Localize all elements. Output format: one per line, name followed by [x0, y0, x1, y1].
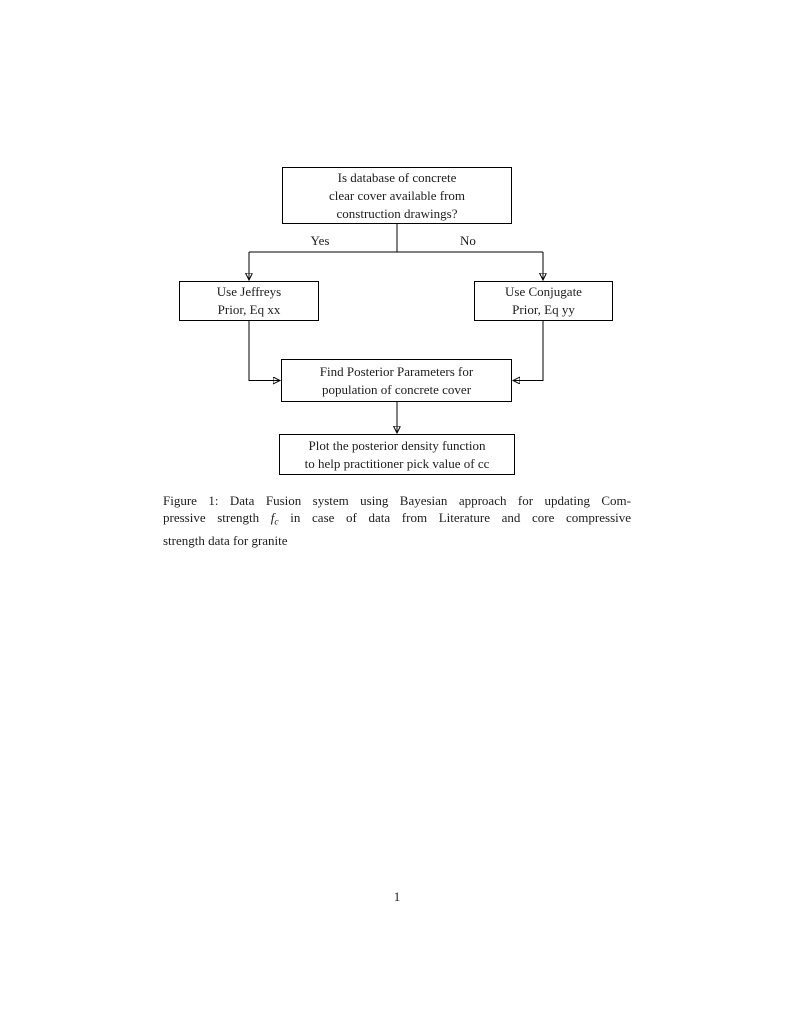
caption-math-fc: fc: [270, 510, 279, 528]
flowchart-node-decision: Is database of concrete clear cover avai…: [282, 167, 512, 224]
caption-math-var: f: [270, 510, 275, 525]
flowchart-node-posterior-parameters: Find Posterior Parameters for population…: [281, 359, 512, 402]
flowchart-node-plot-density: Plot the posterior density function to h…: [279, 434, 515, 475]
flowchart-node-jeffreys-prior: Use Jeffreys Prior, Eq xx: [179, 281, 319, 321]
caption-line-3: strength data for granite: [163, 532, 288, 548]
caption-line2-post: in case of data from Literature and core…: [290, 510, 632, 525]
caption-line-2: pressive strength fc in case of data fro…: [163, 509, 631, 532]
edge-jeffreys-to-posterior: [248, 321, 279, 381]
caption-line-1: Figure 1: Data Fusion system using Bayes…: [163, 493, 631, 508]
page-number: 1: [393, 889, 401, 904]
flowchart-node-conjugate-prior: Use Conjugate Prior, Eq yy: [474, 281, 613, 321]
figure-caption: Figure 1: Data Fusion system using Bayes…: [163, 492, 631, 549]
caption-line2-pre: pressive strength: [163, 510, 260, 525]
edge-label-no: No: [460, 233, 476, 248]
edge-label-yes: Yes: [310, 233, 330, 248]
caption-math-subscript: c: [274, 517, 279, 528]
edge-conjugate-to-posterior: [514, 321, 544, 381]
